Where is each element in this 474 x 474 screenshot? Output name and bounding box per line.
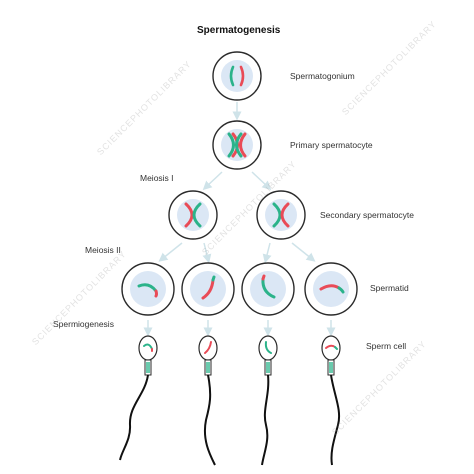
nucleus: [190, 271, 226, 307]
label-meiosis-2: Meiosis II: [85, 245, 121, 255]
arrow-secondary-left-to-spermatid-1: [158, 242, 183, 262]
cell-spermatid-1: [121, 262, 175, 316]
sperm-cell-3: [258, 335, 278, 466]
arrows: [143, 102, 336, 337]
cell-spermatid-2: [181, 262, 235, 316]
nucleus: [221, 60, 253, 92]
chromosome-green: [229, 65, 235, 87]
label-primary-spermatocyte: Primary spermatocyte: [290, 140, 373, 150]
cell-secondary-spermatocyte-right: [256, 190, 306, 240]
label-spermatogonium: Spermatogonium: [290, 71, 355, 81]
label-spermiogenesis: Spermiogenesis: [53, 319, 114, 329]
nucleus: [250, 271, 286, 307]
arrow-primary-to-secondary-right: [251, 171, 272, 191]
sperm-cell-1: [119, 335, 158, 461]
arrow-primary-to-secondary-left: [202, 171, 223, 191]
label-secondary-spermatocyte: Secondary spermatocyte: [320, 210, 415, 220]
arrow-secondary-right-to-spermatid-4: [291, 242, 316, 262]
diagram-title: Spermatogenesis: [197, 25, 281, 36]
cell-spermatogonium: [212, 51, 262, 101]
arrow-secondary-left-to-spermatid-2: [202, 242, 212, 264]
nucleus: [313, 271, 349, 307]
chromosome-red: [239, 65, 245, 87]
label-sperm-cell: Sperm cell: [366, 341, 407, 351]
arrow-secondary-right-to-spermatid-3: [262, 242, 272, 264]
sperm-cell-2: [198, 335, 218, 466]
sperm-cell-4: [321, 335, 341, 466]
cell-primary-spermatocyte: [212, 120, 262, 170]
label-meiosis-1: Meiosis I: [140, 173, 174, 183]
cell-spermatid-4: [304, 262, 358, 316]
nucleus: [130, 271, 166, 307]
label-spermatid: Spermatid: [370, 283, 409, 293]
cell-spermatid-3: [241, 262, 295, 316]
cell-secondary-spermatocyte-left: [168, 190, 218, 240]
